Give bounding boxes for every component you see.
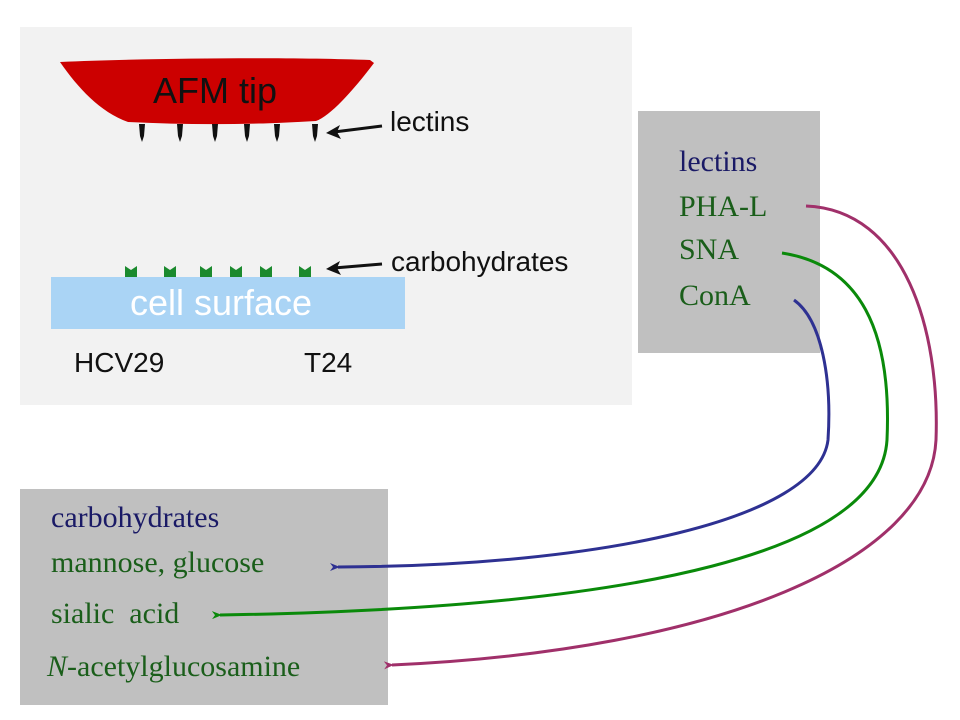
carb-marker	[230, 266, 242, 277]
lectins-pointer-arrow	[333, 124, 383, 134]
carb-marker	[200, 266, 212, 277]
lectin-sna: SNA	[679, 233, 740, 266]
lectin-spike	[177, 124, 183, 142]
lectin-spike	[312, 124, 318, 142]
cell-surface-bar	[51, 277, 405, 329]
lectin-pha-l: PHA-L	[679, 190, 768, 223]
lectin-cona: ConA	[679, 279, 751, 312]
cell-surface-label: cell surface	[130, 282, 312, 323]
lectin-spike	[274, 124, 280, 142]
carbohydrates-box: carbohydrates mannose, glucose sialic ac…	[20, 489, 388, 705]
carb-mannose-glucose: mannose, glucose	[51, 546, 265, 579]
carbohydrates-pointer-head	[326, 261, 341, 275]
lectins-box: lectins PHA-L SNA ConA	[638, 111, 820, 353]
lectins-pointer-head	[326, 125, 341, 139]
carb-marker	[299, 266, 311, 277]
lectins-label: lectins	[390, 106, 469, 137]
carbohydrates-label: carbohydrates	[391, 246, 568, 277]
carbohydrates-pointer-arrow	[333, 262, 383, 270]
carb-n-acetylglucosamine: N-acetylglucosamine	[47, 650, 300, 684]
cell-line-hcv29: HCV29	[74, 347, 164, 378]
carb-marker	[125, 266, 137, 277]
carb-marker	[164, 266, 176, 277]
afm-tip-label: AFM tip	[153, 70, 277, 111]
lectins-heading: lectins	[679, 145, 758, 178]
lectin-spike	[212, 124, 218, 142]
n-acetylglucosamine-rest: -acetylglucosamine	[67, 650, 301, 683]
lectin-spike	[244, 124, 250, 142]
carb-sialic-acid: sialic acid	[51, 597, 180, 630]
afm-tip-shape	[60, 58, 374, 125]
carbohydrates-heading: carbohydrates	[51, 501, 220, 534]
lectin-spikes	[139, 124, 318, 142]
carb-marker	[260, 266, 272, 277]
cell-line-t24: T24	[304, 347, 352, 378]
arrow-cona-to-mannose	[329, 298, 831, 572]
arrow-sna-to-sialic-acid	[211, 251, 889, 620]
arrow-phal-to-n-acetylglucosamine	[383, 204, 938, 670]
carbohydrate-markers	[125, 266, 311, 277]
lectin-spike	[139, 124, 145, 142]
italic-n-prefix: N	[47, 650, 68, 683]
